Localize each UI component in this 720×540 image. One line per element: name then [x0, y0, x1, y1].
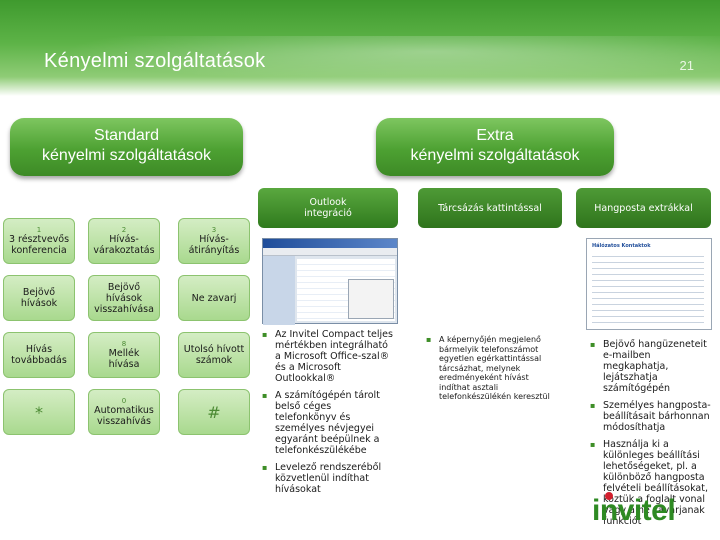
service-label: Utolsó hívott [183, 344, 245, 355]
standard-service-button[interactable]: Ne zavarj [178, 275, 250, 321]
feature-label: Outlook [309, 197, 347, 208]
invitel-logo: invitel [592, 494, 676, 527]
service-label: Hívás [25, 344, 53, 355]
service-label: Hívás- [109, 234, 139, 245]
feature-voicemail-extras[interactable]: Hangposta extrákkal [576, 188, 711, 228]
feature-label: Tárcsázás kattintással [438, 202, 542, 214]
key-number: 1 [36, 226, 42, 234]
bullet-item: Az Invitel Compact teljes mértékben inte… [262, 329, 394, 384]
extra-panel-line1: Extra [476, 127, 514, 144]
bullet-item: Használja ki a különleges beállítási leh… [590, 439, 716, 527]
service-label: Mellék [108, 348, 140, 359]
service-label: konferencia [11, 245, 67, 256]
service-label: Hívás- [199, 234, 229, 245]
key-number: 8 [121, 340, 127, 348]
service-label: átirányítás [188, 245, 240, 256]
key-symbol: # [207, 402, 221, 422]
window-titlebar [263, 239, 397, 248]
window-toolbar [263, 248, 397, 256]
service-label: Ne zavarj [191, 292, 237, 304]
document-heading: Hálózatos Kontaktok [592, 243, 651, 249]
outlook-screenshot [262, 238, 398, 325]
standard-panel-line1: Standard [94, 127, 159, 144]
feature-label: integráció [304, 208, 352, 219]
window-sidebar [263, 256, 295, 325]
standard-service-button[interactable]: * [3, 389, 75, 435]
voicemail-settings-screenshot: Hálózatos Kontaktok [586, 238, 712, 330]
contact-card [348, 279, 394, 319]
bullet-item: A képernyőjén megjelenő bármelyik telefo… [426, 335, 558, 402]
header-highlight [0, 36, 720, 88]
standard-panel-line2: kényelmi szolgáltatások [42, 147, 211, 164]
feature-click-to-dial[interactable]: Tárcsázás kattintással [418, 188, 562, 228]
logo-dot [605, 492, 613, 500]
service-label: várakoztatás [93, 245, 155, 256]
service-label: hívások [20, 298, 58, 309]
bullet-item: Személyes hangposta-beállításait bárhonn… [590, 400, 716, 433]
bullet-item: A számítógépén tárolt belső céges telefo… [262, 390, 394, 456]
key-number: 3 [211, 226, 217, 234]
feature-label: Hangposta extrákkal [594, 202, 693, 214]
bullet-item: Levelező rendszeréből közvetlenül indíth… [262, 462, 394, 495]
service-label: továbbadás [11, 355, 67, 366]
standard-service-button[interactable]: # [178, 389, 250, 435]
slide-header [0, 0, 720, 96]
service-label: visszahívása [94, 303, 154, 315]
document-lines [592, 252, 704, 326]
extra-panel-line2: kényelmi szolgáltatások [410, 147, 580, 164]
click-to-dial-bullets: A képernyőjén megjelenő bármelyik telefo… [426, 335, 558, 408]
key-number: 2 [121, 226, 127, 234]
service-label: számok [195, 355, 233, 366]
slide-title: Kényelmi szolgáltatások [44, 50, 266, 72]
service-label: Automatikus [94, 405, 154, 416]
extra-services-panel[interactable]: Extra kényelmi szolgáltatások [376, 118, 614, 176]
feature-outlook-integration[interactable]: Outlook integráció [258, 188, 398, 228]
service-label: visszahívás [96, 416, 152, 427]
page-number: 21 [679, 58, 694, 73]
outlook-bullets: Az Invitel Compact teljes mértékben inte… [262, 329, 394, 501]
voicemail-bullets: Bejövő hangüzeneteit e-mailben megkaphat… [590, 339, 716, 533]
key-number: 0 [121, 397, 127, 405]
service-label: 3 résztvevős [8, 234, 70, 245]
standard-services-panel[interactable]: Standard kényelmi szolgáltatások [10, 118, 243, 176]
bullet-item: Bejövő hangüzeneteit e-mailben megkaphat… [590, 339, 716, 394]
key-symbol: * [35, 402, 43, 422]
service-label: Bejövő [22, 287, 56, 298]
service-label: Bejövő hívások [105, 281, 143, 304]
service-label: hívása [108, 359, 140, 370]
